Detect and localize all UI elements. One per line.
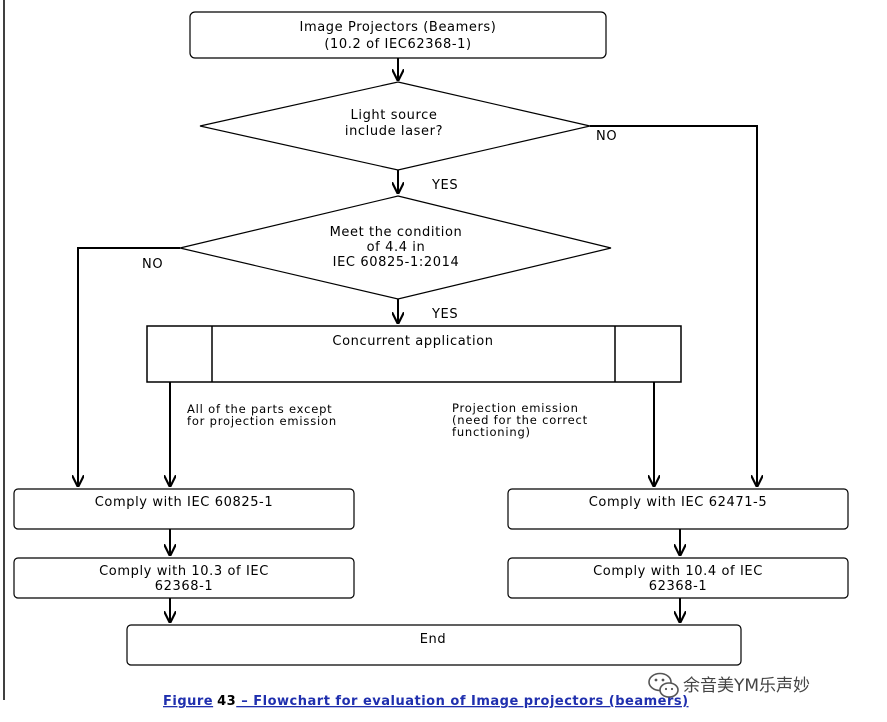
label-laser-yes: YES	[431, 178, 458, 193]
decision-condition-line1: Meet the condition	[330, 225, 463, 240]
label-condition-yes: YES	[431, 307, 458, 322]
decision-laser-line2: include laser?	[345, 124, 443, 139]
decision-condition: Meet the condition of 4.4 in IEC 60825-1…	[179, 195, 612, 300]
comply-10-3-box: Comply with 10.3 of IEC 62368-1	[13, 557, 355, 599]
comply-60825-box: Comply with IEC 60825-1	[13, 488, 355, 530]
concurrent-box: Concurrent application	[146, 325, 682, 383]
decision-laser-line1: Light source	[351, 108, 438, 123]
comply-10-4-line2: 62368-1	[649, 579, 708, 594]
label-laser-no: NO	[596, 129, 617, 144]
start-box: Image Projectors (Beamers) (10.2 of IEC6…	[189, 11, 607, 59]
branch-left-line1: All of the parts except	[187, 402, 333, 416]
branch-left-line2: for projection emission	[187, 414, 337, 428]
decision-condition-line3: IEC 60825-1:2014	[333, 255, 460, 270]
label-condition-no: NO	[142, 257, 163, 272]
comply-62471-label: Comply with IEC 62471-5	[589, 495, 767, 510]
watermark-text: 余音美YM乐声妙	[683, 676, 810, 696]
decision-laser: Light source include laser?	[199, 81, 591, 171]
arrow-condition-no	[78, 247, 180, 486]
comply-62471-box: Comply with IEC 62471-5	[507, 488, 849, 530]
concurrent-label: Concurrent application	[332, 334, 493, 349]
end-label: End	[420, 632, 447, 647]
caption-figure: Figure	[163, 694, 213, 709]
decision-condition-line2: of 4.4 in	[367, 240, 426, 255]
end-box: End	[126, 624, 742, 666]
comply-10-3-line1: Comply with 10.3 of IEC	[99, 564, 269, 579]
branch-right-line2: (need for the correct	[452, 413, 588, 427]
comply-10-4-box: Comply with 10.4 of IEC 62368-1	[507, 557, 849, 599]
branch-right-line1: Projection emission	[452, 401, 579, 415]
comply-10-3-line2: 62368-1	[155, 579, 214, 594]
start-line2: (10.2 of IEC62368-1)	[324, 37, 471, 52]
watermark: 余音美YM乐声妙	[648, 672, 810, 698]
arrow-laser-no	[590, 125, 757, 486]
comply-60825-label: Comply with IEC 60825-1	[95, 495, 273, 510]
figure-caption: Figure 43 – Flowchart for evaluation of I…	[163, 694, 689, 709]
comply-10-4-line1: Comply with 10.4 of IEC	[593, 564, 763, 579]
wechat-icon	[648, 672, 679, 698]
branch-right-line3: functioning)	[452, 425, 531, 439]
caption-number: 43	[217, 694, 236, 709]
caption-title: – Flowchart for evaluation of Image proj…	[236, 694, 688, 709]
start-line1: Image Projectors (Beamers)	[300, 20, 497, 35]
